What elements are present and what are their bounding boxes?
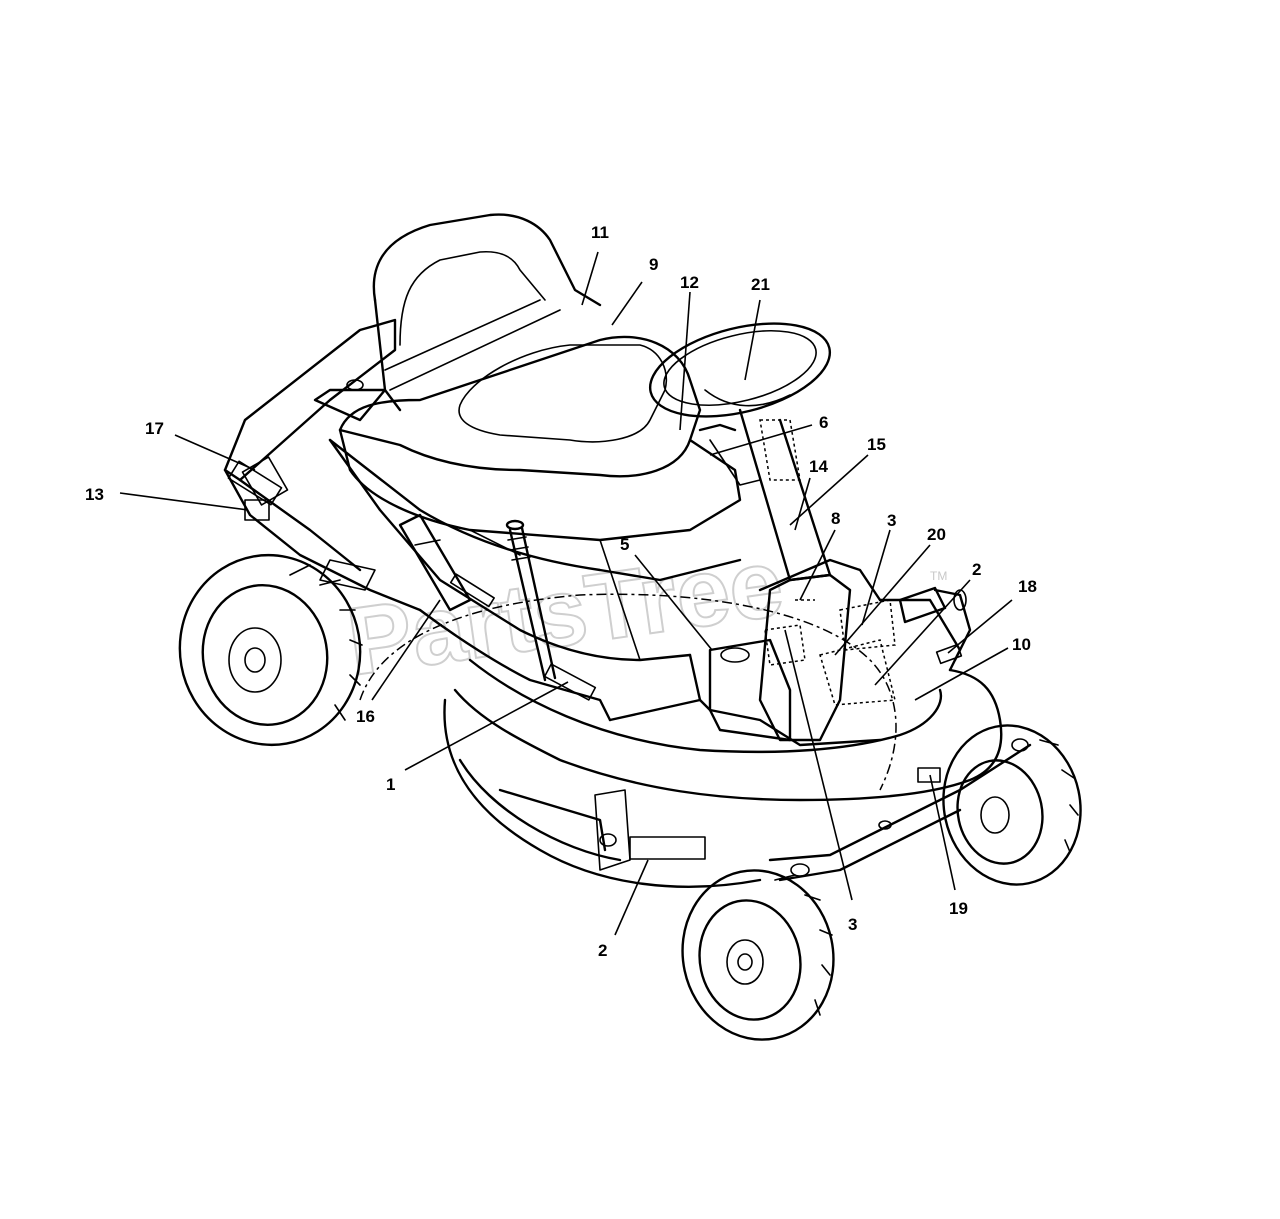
leader-10 <box>914 647 1009 701</box>
mower-deck <box>359 593 897 888</box>
callout-6: 6 <box>819 413 828 432</box>
levers <box>398 513 972 682</box>
leader-18 <box>947 599 1013 654</box>
steering <box>648 322 852 742</box>
mower-illustration <box>178 213 1082 1041</box>
callout-16: 16 <box>356 707 375 726</box>
hidden-decals <box>759 419 896 706</box>
decals <box>227 460 963 860</box>
watermark-trademark: TM <box>930 569 947 583</box>
leader-17 <box>174 434 256 471</box>
leader-19 <box>929 774 956 891</box>
callout-13: 13 <box>85 485 104 504</box>
callout-9: 9 <box>649 255 658 274</box>
callout-12: 12 <box>680 273 699 292</box>
rear-left-wheel <box>178 553 363 747</box>
leader-6 <box>709 424 813 456</box>
callout-3-upper: 3 <box>887 511 896 530</box>
leader-2b <box>614 859 649 936</box>
leader-8 <box>799 529 836 601</box>
callout-20: 20 <box>927 525 946 544</box>
leader-3a <box>861 529 891 626</box>
leader-2a <box>874 579 971 686</box>
callout-5: 5 <box>620 535 629 554</box>
callout-2-lower: 2 <box>598 941 607 960</box>
leader-21 <box>744 299 761 381</box>
leader-15 <box>789 454 869 526</box>
front-axle <box>768 738 1032 882</box>
decal-18 <box>935 643 963 665</box>
leader-lines <box>119 251 1013 936</box>
leader-3b <box>784 629 853 901</box>
callout-labels: 11 9 12 21 6 15 14 17 13 8 3 20 5 2 18 1… <box>85 223 1037 960</box>
callout-10: 10 <box>1012 635 1031 654</box>
leader-5 <box>634 554 713 651</box>
leader-11 <box>581 251 599 306</box>
leader-20 <box>834 544 931 656</box>
front-left-wheel <box>681 869 835 1041</box>
leader-13 <box>119 492 249 511</box>
leader-16 <box>371 599 441 701</box>
decal-17 <box>227 460 283 506</box>
leader-9 <box>611 281 643 326</box>
front-right-wheel <box>942 724 1082 886</box>
callout-19: 19 <box>949 899 968 918</box>
leader-1 <box>404 681 569 771</box>
callout-21: 21 <box>751 275 770 294</box>
leader-14 <box>794 477 811 531</box>
decal-19 <box>917 767 941 783</box>
callout-8: 8 <box>831 509 840 528</box>
decal-16 <box>449 573 495 608</box>
callout-17: 17 <box>145 419 164 438</box>
leader-12 <box>679 291 691 431</box>
callout-15: 15 <box>867 435 886 454</box>
callout-11: 11 <box>591 223 609 242</box>
callout-3-lower: 3 <box>848 915 857 934</box>
rear-hood <box>223 318 422 612</box>
decal-1 <box>543 663 597 701</box>
callout-2-upper: 2 <box>972 560 981 579</box>
callout-14: 14 <box>809 457 828 476</box>
callout-1: 1 <box>386 775 395 794</box>
callout-18: 18 <box>1018 577 1037 596</box>
decal-2-front <box>629 836 706 860</box>
